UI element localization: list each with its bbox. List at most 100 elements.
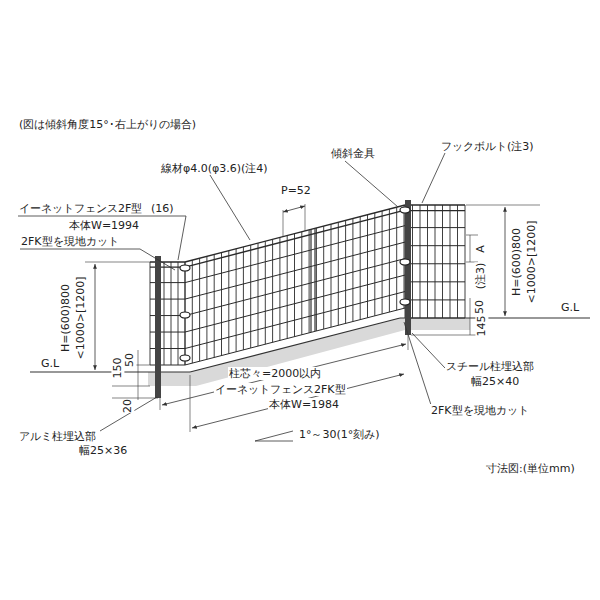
leader-line [422, 153, 445, 203]
angle-symbol [255, 441, 293, 442]
vertical-wire [221, 253, 222, 356]
vertical-wire [309, 230, 310, 333]
vertical-wire [250, 245, 251, 348]
horizontal-wire [185, 259, 405, 316]
vertical-wire [164, 262, 165, 365]
vertical-wire [450, 205, 451, 318]
dimension-label: H=(600)800 [59, 284, 72, 352]
vertical-wire [287, 236, 288, 339]
angle-label: 1°～30(1°刻み) [298, 428, 381, 441]
extension-line [190, 375, 191, 432]
horizontal-wire [185, 210, 405, 267]
vertical-wire [272, 239, 273, 342]
vertical-wire [323, 226, 324, 329]
unit-note: 寸法図:(単位mm) [485, 462, 576, 475]
slope-fitting [400, 299, 410, 305]
leader-underline [18, 216, 186, 217]
dimension-line [283, 206, 305, 212]
aluminium-post [155, 256, 161, 398]
product-name: イーネットフェンス2F型 [18, 202, 143, 215]
slope-fitting [180, 265, 190, 271]
dimension-line [192, 374, 404, 428]
ground-label: G.L [560, 301, 580, 314]
slope-fitting [180, 355, 190, 361]
slope-fitting [400, 259, 410, 265]
vertical-wire [150, 262, 151, 365]
dimension-label: 本体W=1994 [68, 219, 140, 232]
callout-label: スチール柱埋込部 [445, 360, 535, 373]
vertical-wire [279, 237, 280, 340]
vertical-wire [294, 234, 295, 337]
extension-line [283, 210, 284, 237]
vertical-wire [420, 205, 421, 318]
leader-line [100, 397, 157, 431]
vertical-wire [427, 205, 428, 318]
vertical-wire [316, 228, 317, 331]
vertical-wire [404, 205, 405, 308]
vertical-wire [374, 213, 375, 316]
extension-line [408, 335, 409, 350]
leader-line [140, 249, 175, 270]
horizontal-wire [185, 205, 405, 262]
horizontal-wire [185, 292, 405, 349]
vertical-wire [243, 247, 244, 350]
vertical-wire [258, 243, 259, 346]
dimension-label: <1000>[1200] [525, 220, 538, 303]
ground-line [400, 317, 590, 318]
vertical-wire [396, 207, 397, 310]
leader-underline [20, 249, 140, 250]
dimension-label: 20 [121, 399, 134, 413]
dimension-label: 145 [475, 316, 488, 337]
dimension-label: <1000>[1200] [74, 276, 87, 359]
dimension-label: 柱芯々=2000以内 [228, 367, 322, 380]
horizontal-wire [405, 245, 465, 246]
horizontal-wire [405, 210, 465, 211]
vertical-wire [412, 205, 413, 318]
dimension-line [95, 264, 96, 370]
ground-label: G.L [40, 357, 60, 370]
leader-line [210, 175, 250, 240]
horizontal-wire [405, 318, 465, 319]
vertical-wire [301, 232, 302, 335]
leader-line [345, 161, 398, 207]
horizontal-wire [185, 242, 405, 299]
extension-line [466, 205, 540, 206]
angle-symbol [255, 431, 293, 441]
extension-line [411, 335, 478, 336]
extension-line [85, 262, 150, 263]
extension-line [160, 398, 161, 410]
extension-line [112, 386, 150, 387]
product-name: イーネットフェンス2FK型 [214, 383, 347, 396]
callout-label: フックボルト(注3) [440, 140, 535, 153]
note-text: (図は傾斜角度15°･右上がりの場合) [18, 118, 197, 131]
callout-number: (16) [150, 202, 175, 215]
dimension-label: H=(600)800 [510, 228, 523, 296]
extension-line [466, 235, 478, 236]
panel-joint [314, 228, 315, 331]
dimension-line [162, 344, 406, 405]
vertical-wire [389, 209, 390, 312]
vertical-wire [214, 254, 215, 357]
vertical-wire [206, 256, 207, 359]
horizontal-wire [405, 299, 465, 300]
callout-label: 2FK型を現地カット [20, 235, 120, 248]
dimension-line [470, 235, 471, 262]
dimension-line [470, 298, 471, 335]
dimension-label: 幅25×40 [470, 375, 520, 388]
dimension-label: 50 [123, 353, 136, 367]
vertical-wire [331, 224, 332, 327]
steel-post [405, 200, 411, 335]
horizontal-wire [405, 281, 465, 282]
panel-joint [310, 229, 311, 332]
slope-fitting [180, 312, 190, 318]
ground-line [30, 371, 190, 372]
vertical-wire [352, 219, 353, 322]
callout-label: アルミ柱埋込部 [18, 430, 97, 443]
dimension-line [138, 350, 139, 400]
vertical-wire [236, 249, 237, 352]
callout-label: 2FK型を現地カット [430, 404, 530, 417]
horizontal-wire [405, 227, 465, 228]
callout-label: 傾斜金具 [330, 147, 376, 160]
